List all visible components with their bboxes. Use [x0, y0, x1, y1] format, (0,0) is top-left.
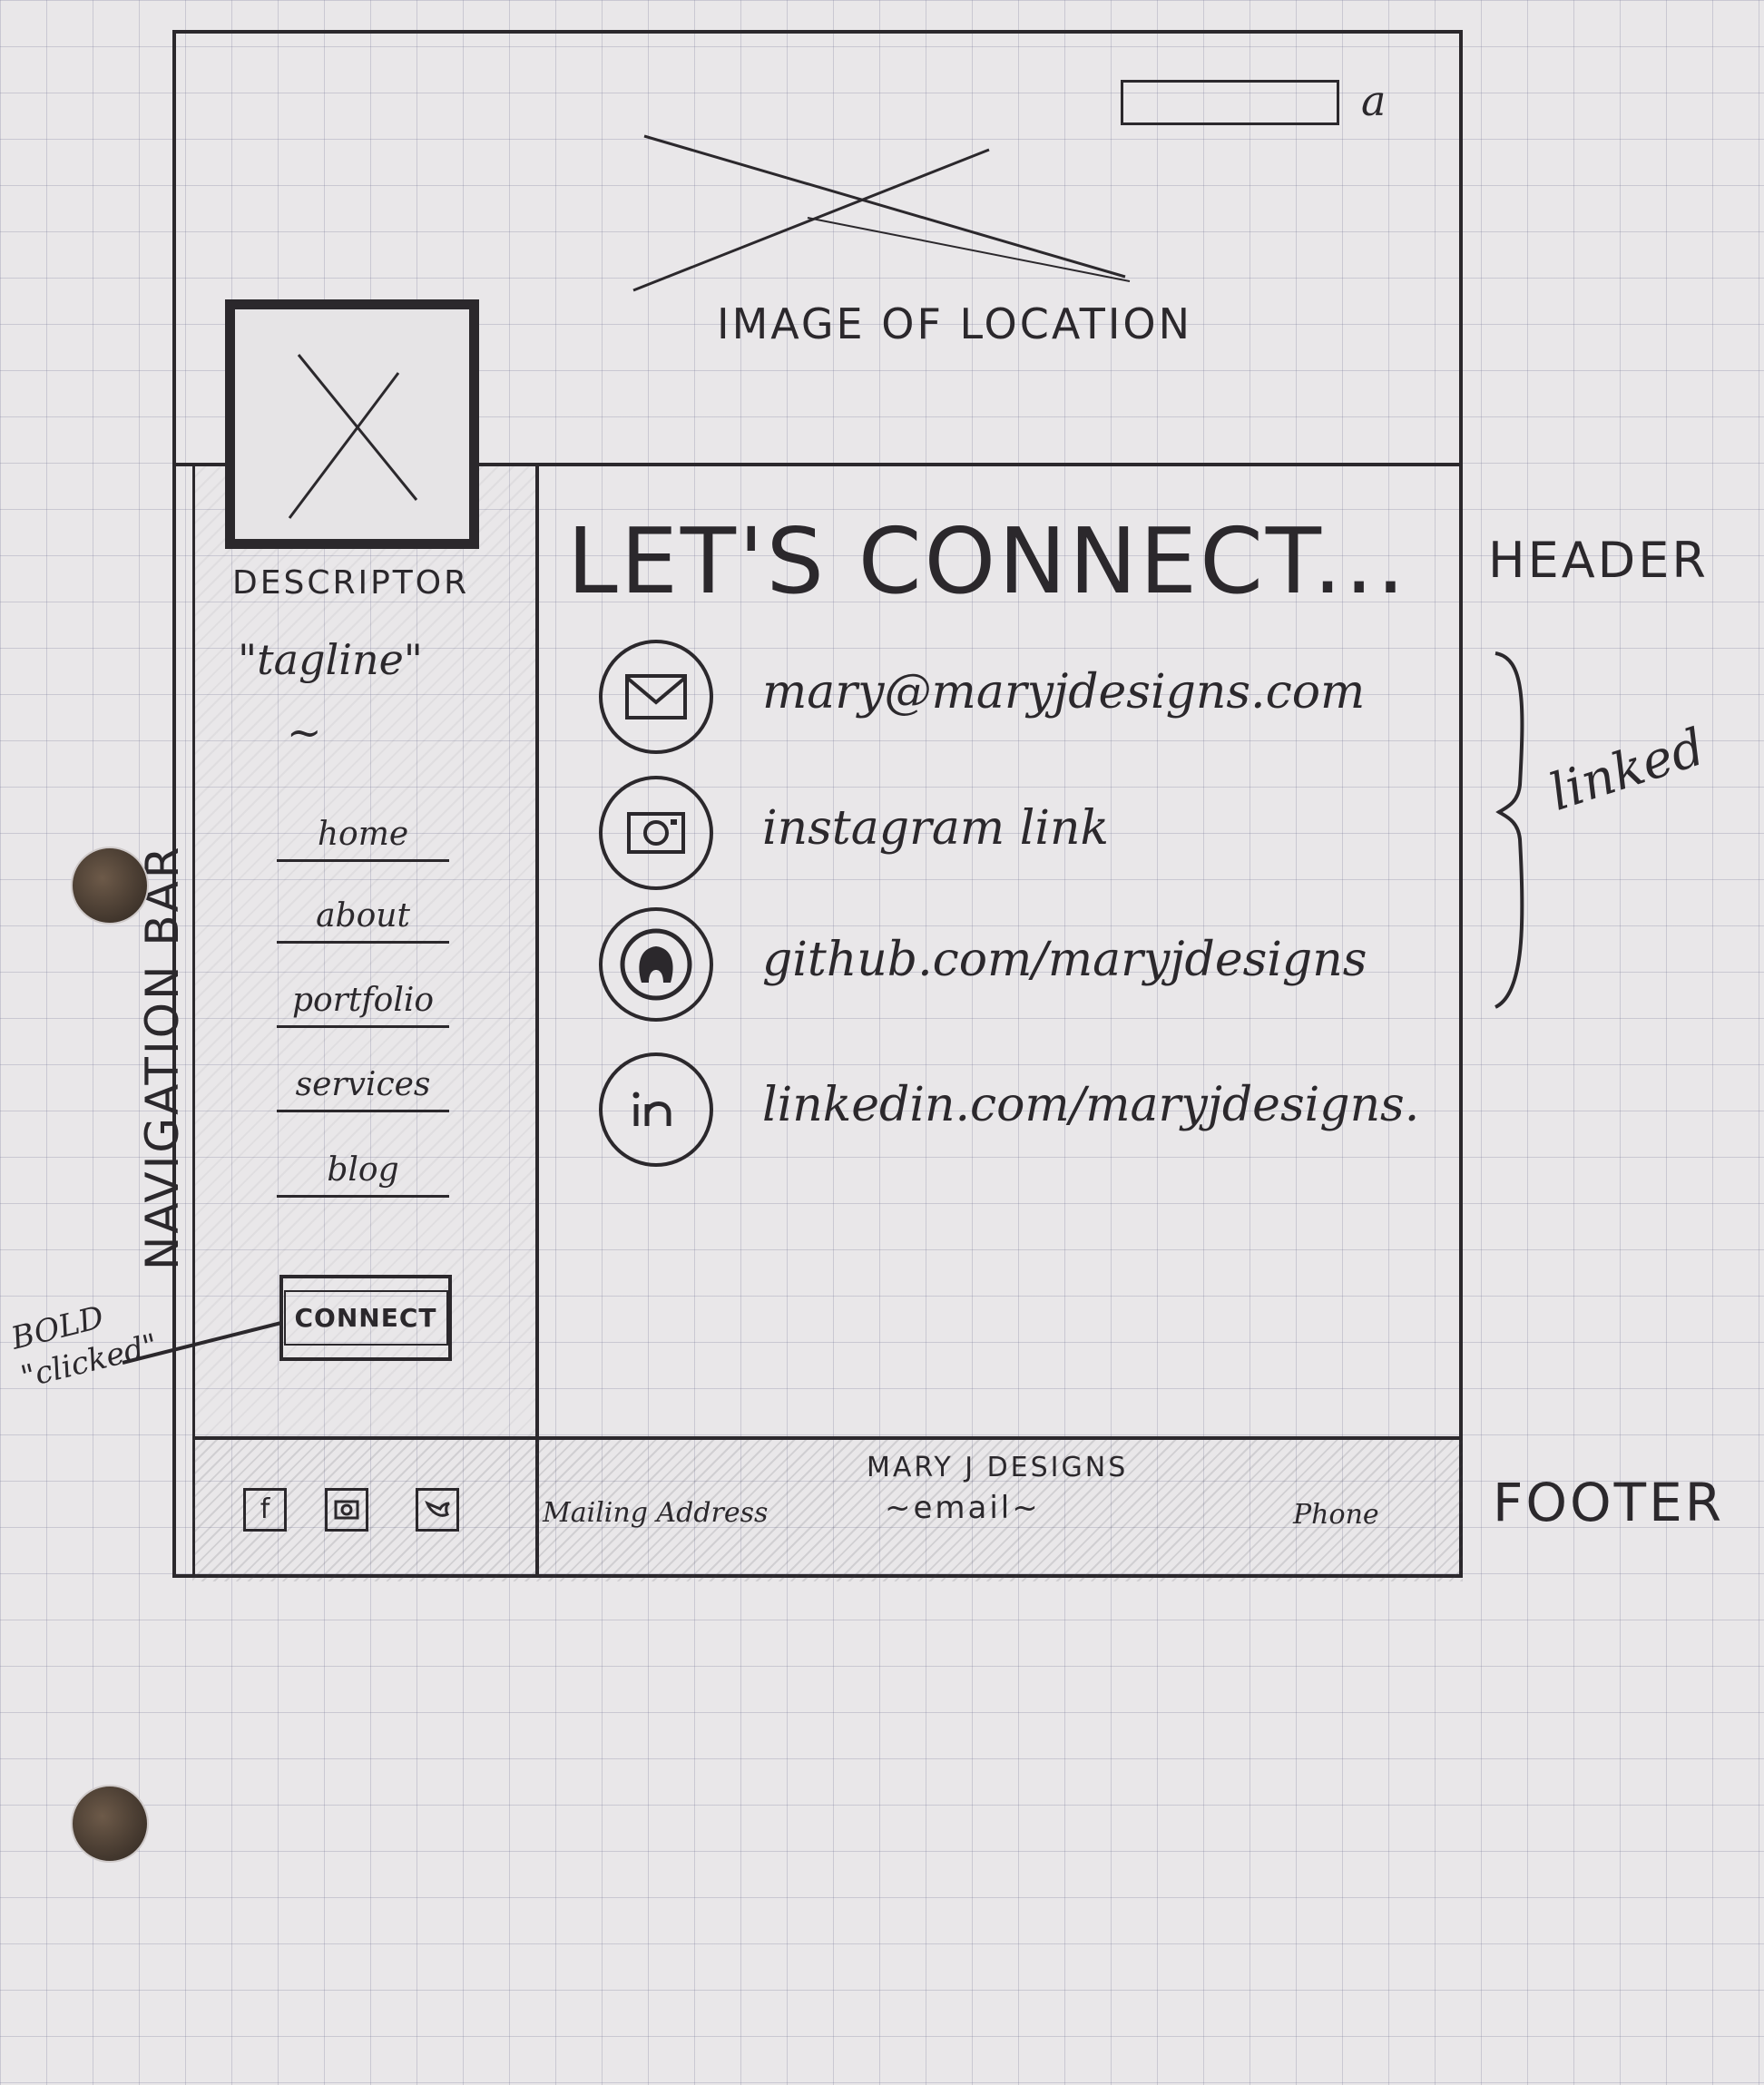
- nav-item-home[interactable]: home: [277, 809, 449, 862]
- tagline-squiggle: ~: [287, 708, 322, 757]
- header-divider: [172, 463, 1463, 466]
- footer-mailing-address: Mailing Address: [543, 1497, 769, 1529]
- connect-button-label: CONNECT: [283, 1290, 448, 1346]
- tagline: "tagline": [238, 635, 423, 684]
- footer-bar: [192, 1436, 1463, 1581]
- annotation-navigation-bar: NAVIGATION BAR: [136, 844, 189, 1270]
- contact-row-linkedin[interactable]: linkedin.com/maryjdesigns.: [599, 1052, 1420, 1170]
- sidebar-divider: [535, 463, 539, 1578]
- logo-placeholder: [225, 299, 479, 549]
- nav-item-blog[interactable]: blog: [277, 1145, 449, 1198]
- nav-item-portfolio[interactable]: portfolio: [277, 975, 449, 1028]
- facebook-icon[interactable]: f: [243, 1488, 287, 1532]
- annotation-footer: FOOTER: [1493, 1472, 1725, 1533]
- contact-row-github[interactable]: github.com/maryjdesigns: [599, 907, 1416, 1025]
- contact-row-instagram[interactable]: instagram link: [599, 776, 1416, 894]
- binder-hole: [71, 847, 149, 925]
- annotation-linked: linked: [1543, 717, 1712, 823]
- sidebar-left-border: [192, 463, 195, 1578]
- search-icon[interactable]: a: [1361, 76, 1387, 125]
- page-heading: LET'S CONNECT...: [567, 508, 1408, 614]
- hero-image-label: IMAGE OF LOCATION: [717, 299, 1193, 348]
- contact-email-link[interactable]: mary@maryjdesigns.com: [762, 665, 1366, 719]
- annotation-header: HEADER: [1488, 532, 1709, 589]
- wireframe-frame: [172, 30, 1463, 1578]
- connect-button[interactable]: CONNECT: [279, 1275, 452, 1361]
- linkedin-icon: [599, 1052, 713, 1167]
- nav-item-about[interactable]: about: [277, 891, 449, 944]
- footer-phone: Phone: [1293, 1499, 1379, 1531]
- contact-github-link[interactable]: github.com/maryjdesigns: [762, 933, 1367, 987]
- binder-hole: [71, 1785, 149, 1863]
- footer-brand: MARY J DESIGNS: [867, 1452, 1129, 1483]
- contact-row-email[interactable]: mary@maryjdesigns.com: [599, 640, 1416, 758]
- instagram-icon: [599, 776, 713, 890]
- contact-instagram-link[interactable]: instagram link: [762, 801, 1109, 856]
- github-icon: [599, 907, 713, 1022]
- envelope-icon: [599, 640, 713, 754]
- annotation-pointer-line: [122, 1321, 282, 1365]
- search-input[interactable]: [1121, 80, 1339, 125]
- nav-item-services[interactable]: services: [277, 1060, 449, 1112]
- hero-image-placeholder: [632, 134, 1131, 292]
- footer-email[interactable]: ~email~: [885, 1490, 1041, 1526]
- linked-bracket: [1494, 651, 1524, 1009]
- instagram-icon[interactable]: [325, 1488, 368, 1532]
- contact-linkedin-link[interactable]: linkedin.com/maryjdesigns.: [762, 1078, 1420, 1132]
- logo-descriptor: DESCRIPTOR: [232, 564, 470, 602]
- twitter-icon[interactable]: [416, 1488, 459, 1532]
